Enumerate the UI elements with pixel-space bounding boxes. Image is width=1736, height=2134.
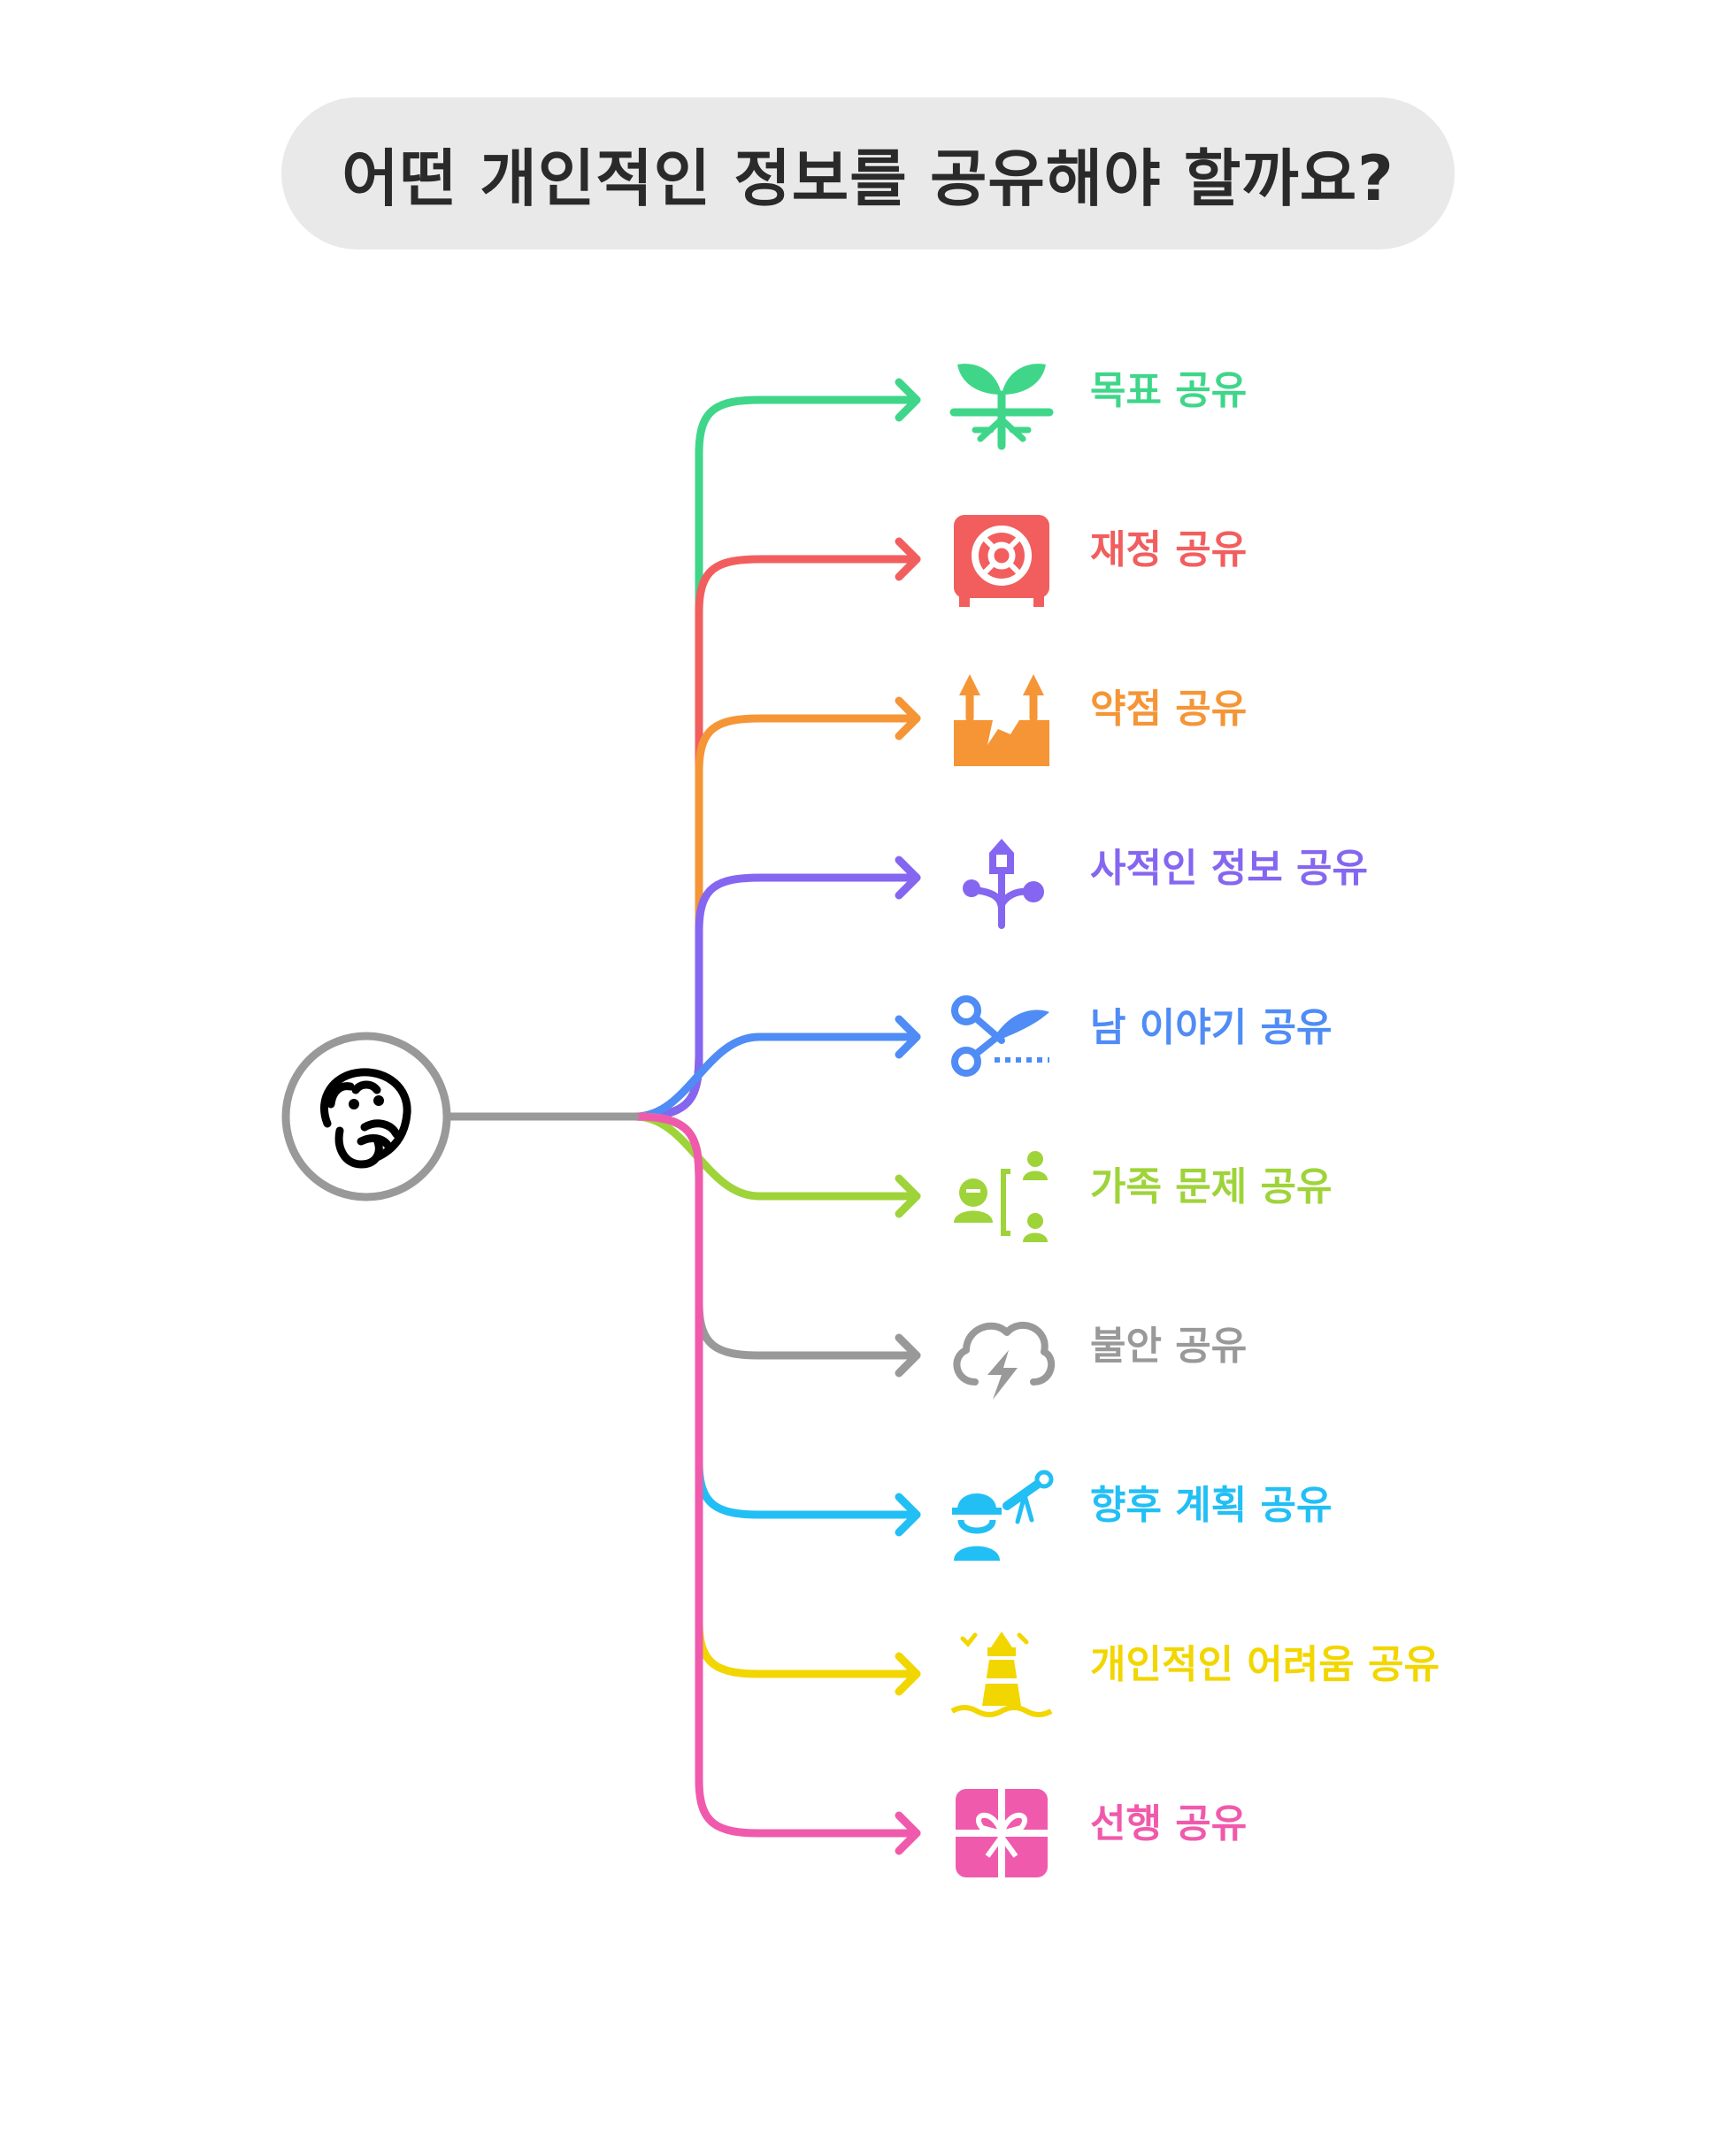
list-item: 선행 공유 <box>956 1789 1247 1877</box>
connector-line <box>631 873 921 1121</box>
item-label: 향후 계획 공유 <box>1090 1483 1333 1528</box>
item-label: 불안 공유 <box>1090 1324 1247 1369</box>
arrow-head <box>895 378 921 422</box>
item-label: 재정 공유 <box>1090 527 1247 572</box>
connector-line <box>631 1112 921 1519</box>
list-item: 불안 공유 <box>953 1321 1247 1400</box>
connector-line <box>631 1112 921 1838</box>
list-item: 향후 계획 공유 <box>952 1470 1333 1561</box>
sprout-icon <box>949 364 1054 450</box>
item-label: 약점 공유 <box>1090 687 1247 732</box>
list-item: 남 이야기 공유 <box>951 995 1333 1077</box>
item-label: 개인적인 어려움 공유 <box>1090 1642 1440 1687</box>
list-item: 목표 공유 <box>949 364 1247 450</box>
branching-tree-icon <box>963 839 1044 929</box>
family-connection-icon <box>954 1151 1048 1242</box>
safe-icon <box>954 515 1049 607</box>
item-label: 사적인 정보 공유 <box>1090 846 1368 891</box>
arrow-head <box>895 1652 921 1696</box>
list-item: 재정 공유 <box>954 515 1247 607</box>
connector-line <box>631 1112 921 1360</box>
arrow-head <box>895 537 921 581</box>
scissors-icon <box>951 995 1049 1077</box>
item-label: 목표 공유 <box>1090 368 1247 413</box>
arrow-head <box>895 1174 921 1218</box>
list-item: 가족 문제 공유 <box>954 1151 1333 1242</box>
connector-line <box>631 1112 921 1201</box>
connector-lines <box>631 378 921 1855</box>
connector-line <box>631 714 921 1121</box>
lighthouse-icon <box>950 1631 1053 1717</box>
arrow-head <box>895 1811 921 1855</box>
thinking-face-icon <box>319 1068 411 1169</box>
arrow-head <box>895 1493 921 1537</box>
item-label: 선행 공유 <box>1090 1801 1247 1846</box>
connector-line <box>631 1032 921 1121</box>
arrow-head <box>895 1015 921 1059</box>
title-banner: 어떤 개인적인 정보를 공유해야 할까요? <box>281 97 1455 249</box>
connector-line <box>631 395 921 1121</box>
arrow-head <box>895 696 921 741</box>
list-item: 개인적인 어려움 공유 <box>950 1631 1440 1717</box>
gift-icon <box>956 1789 1048 1877</box>
storm-cloud-icon <box>953 1321 1055 1400</box>
arrow-head <box>895 1333 921 1378</box>
item-label: 가족 문제 공유 <box>1090 1164 1333 1209</box>
center-circle <box>281 1032 451 1201</box>
page-title: 어떤 개인적인 정보를 공유해야 할까요? <box>342 142 1394 215</box>
center-node <box>281 1032 640 1201</box>
list-item: 약점 공유 <box>954 674 1247 766</box>
list-item: 사적인 정보 공유 <box>963 839 1368 929</box>
worker-telescope-icon <box>952 1470 1054 1561</box>
arrow-head <box>895 856 921 900</box>
item-label: 남 이야기 공유 <box>1090 1005 1333 1050</box>
cracked-ground-icon <box>954 674 1049 766</box>
